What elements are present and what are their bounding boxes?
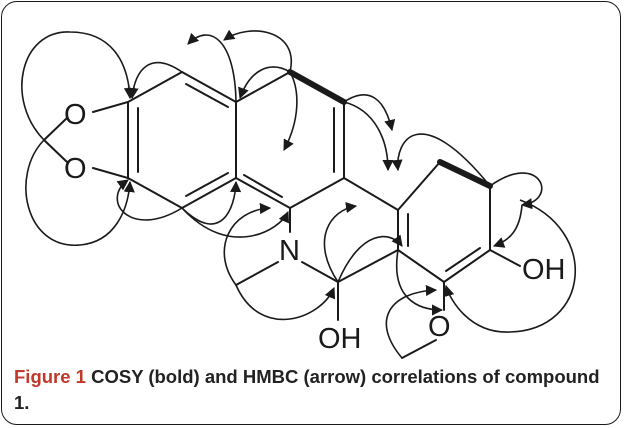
hmbc-arrow-22 xyxy=(395,249,444,316)
bond-d5 xyxy=(443,249,491,283)
bond-o1-ch2 xyxy=(43,117,68,141)
bond-d2 xyxy=(397,161,441,211)
hmbc-arrow-16 xyxy=(337,234,403,283)
hmbc-arrow-3 xyxy=(127,61,183,100)
hmbc-arrow-13 xyxy=(223,202,272,286)
cosy-bond-2 xyxy=(437,159,493,189)
hmbc-arrow-19 xyxy=(492,204,523,248)
bond-b4 xyxy=(289,177,345,209)
bond-d-oh xyxy=(489,249,521,267)
atom-n: N xyxy=(279,235,300,267)
atom-o2: O xyxy=(64,153,87,185)
bond-a3-inner xyxy=(185,83,229,108)
bond-a5-inner xyxy=(185,172,229,197)
hmbc-arrow-11 xyxy=(181,180,242,225)
atom-oh-right: OH xyxy=(522,254,566,286)
bond-n-c6 xyxy=(301,261,339,283)
cosy-bond-1 xyxy=(287,69,347,105)
hmbc-arrow-18 xyxy=(489,172,543,210)
bond-c6-c xyxy=(337,249,399,283)
bond-b5 xyxy=(235,177,291,209)
atom-o1: O xyxy=(64,99,87,131)
bond-a5 xyxy=(181,177,237,209)
hmbc-arrow-9 xyxy=(343,94,396,132)
bond-a3 xyxy=(181,71,237,103)
figure-caption: Figure 1 COSY (bold) and HMBC (arrow) co… xyxy=(14,364,610,416)
hmbc-arrow-8 xyxy=(343,101,394,172)
hmbc-arrow-2 xyxy=(25,139,135,246)
skeleton-bonds xyxy=(43,71,521,359)
bond-b5-inner xyxy=(243,174,283,198)
hmbc-arrow-12 xyxy=(181,207,290,238)
hmbc-arrow-17 xyxy=(391,133,491,187)
hmbc-arrow-4 xyxy=(187,32,237,103)
cosy-bonds xyxy=(287,69,493,189)
bond-ch2-o2 xyxy=(43,139,68,163)
hmbc-arrow-15 xyxy=(323,202,358,283)
hmbc-arrow-6 xyxy=(238,66,291,100)
hmbc-arrow-1 xyxy=(21,31,136,141)
bond-o2-c xyxy=(92,167,129,179)
caption-label: Figure 1 xyxy=(14,366,86,387)
hmbc-arrows xyxy=(21,29,577,359)
bond-link xyxy=(343,177,399,211)
hmbc-arrow-20 xyxy=(443,199,577,333)
caption-text: COSY (bold) and HMBC (arrow) correlation… xyxy=(14,366,600,413)
hmbc-arrow-7 xyxy=(283,71,298,151)
hmbc-arrow-21 xyxy=(385,284,438,359)
hmbc-arrow-5 xyxy=(223,29,293,73)
atom-o-methoxy: O xyxy=(428,311,451,343)
bond-d5-inner xyxy=(445,247,481,272)
hmbc-arrow-10 xyxy=(116,179,183,221)
bond-a6 xyxy=(127,177,183,209)
bond-n-methyl xyxy=(235,261,279,286)
hmbc-arrow-14 xyxy=(235,284,336,321)
atom-oh-bottom: OH xyxy=(318,323,362,355)
bond-d6 xyxy=(397,249,445,283)
bond-a2 xyxy=(127,71,183,103)
bond-o-me xyxy=(401,339,437,359)
bond-o1-c xyxy=(92,101,129,113)
